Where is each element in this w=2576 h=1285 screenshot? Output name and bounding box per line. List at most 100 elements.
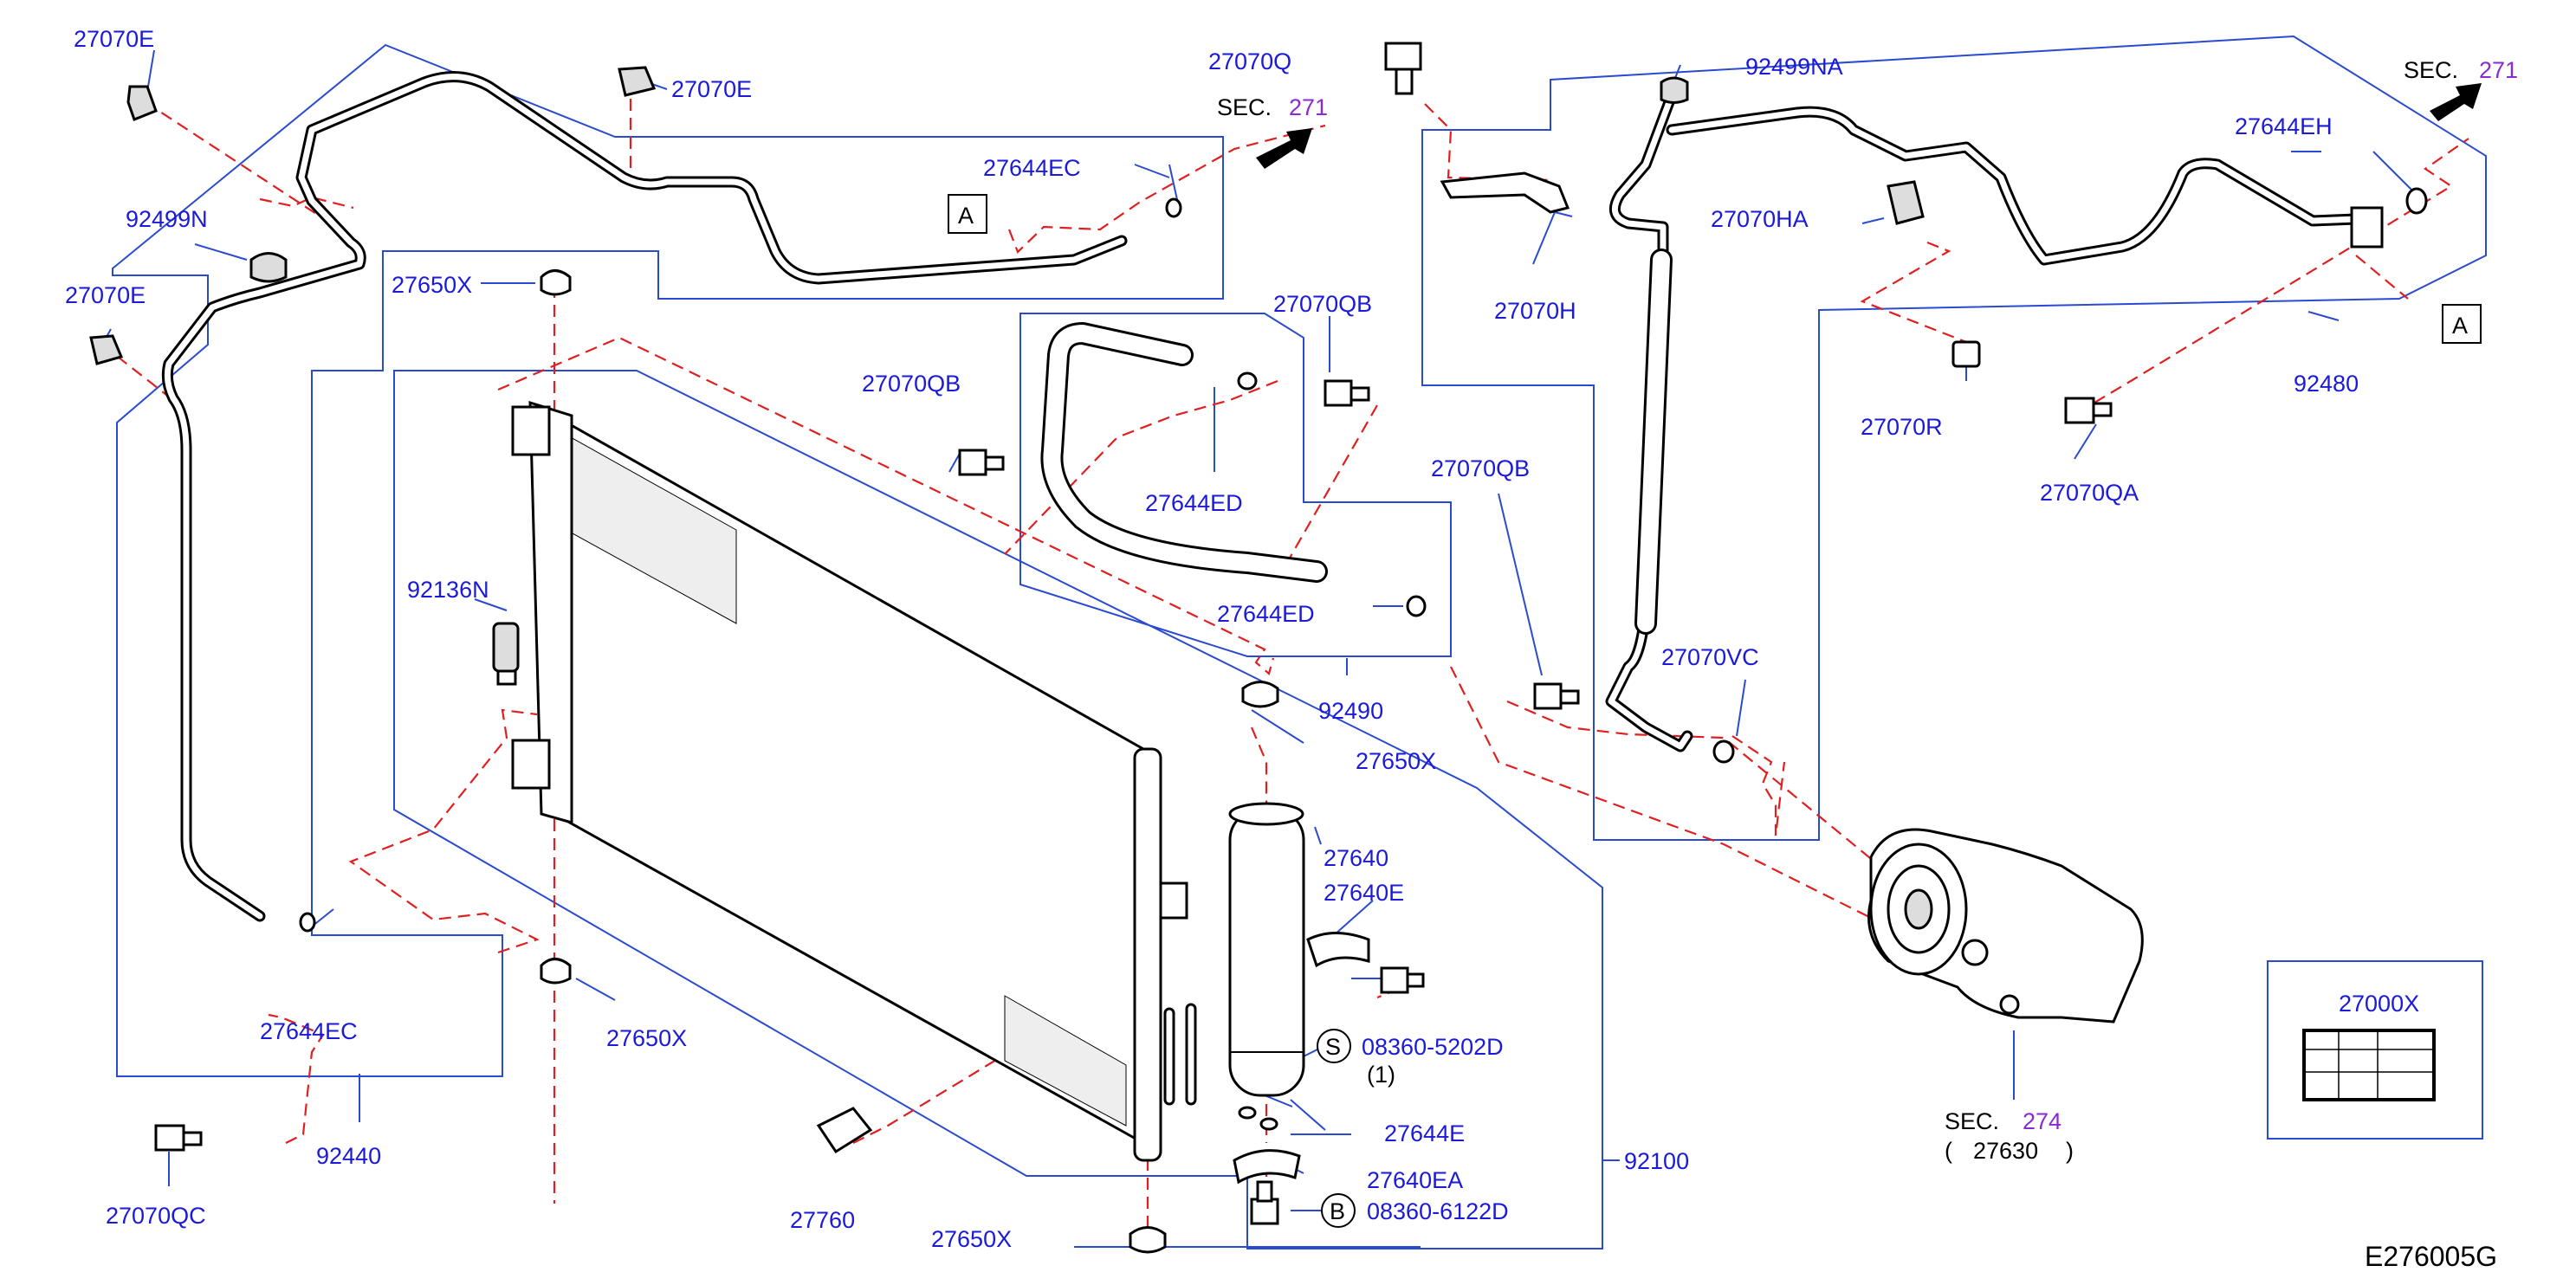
- label-92499N: 92499N: [126, 206, 208, 232]
- o-ring-27070VC: [1712, 739, 1735, 764]
- group-box-92440: [112, 43, 1224, 1077]
- label-27640E: 27640E: [1324, 880, 1404, 906]
- label-27644EC-top: 27644EC: [983, 155, 1081, 181]
- pipe-92440: [161, 71, 1128, 922]
- mount-27650X-a: [540, 269, 572, 296]
- clip-27070HA: [1887, 180, 1925, 225]
- group-box-92480: [1421, 35, 2487, 841]
- label-27070QC: 27070QC: [106, 1203, 206, 1229]
- label-27070E-top: 27070E: [74, 26, 154, 52]
- clip-27070E-left: [89, 334, 124, 365]
- label-symbol-S: S: [1325, 1034, 1341, 1060]
- figure-code: E276005G: [2365, 1241, 2497, 1272]
- label-ref-A-left: A: [958, 203, 974, 229]
- label-sticker-27000X: [2302, 1029, 2436, 1101]
- label-08360-6122D: 08360-6122D: [1367, 1198, 1509, 1224]
- ref-box-A-left: [948, 194, 987, 234]
- receiver-dryer-27640: [1228, 802, 1305, 1097]
- mount-27650X-d: [1129, 1226, 1167, 1254]
- label-27070QB-right: 27070QB: [1431, 455, 1530, 481]
- compressor-27630: [1867, 828, 2144, 1023]
- label-sec274-number: 274: [2023, 1108, 2061, 1134]
- label-27070R: 27070R: [1861, 414, 1943, 440]
- dryer-bracket-27640E: [1306, 932, 1370, 968]
- symbol-circle-S: [1317, 1029, 1351, 1063]
- o-ring-27644ED-a: [1237, 371, 1258, 391]
- label-sec271-right-prefix: SEC.: [2404, 57, 2458, 83]
- pipe-92480: [1605, 89, 2384, 752]
- label-sec271-left-number: 271: [1289, 94, 1328, 120]
- o-ring-27644ED-b: [1406, 595, 1427, 617]
- label-92499NA: 92499NA: [1745, 54, 1843, 80]
- condenser-left-bracket-top: [511, 405, 551, 456]
- cap-92499NA: [1660, 76, 1689, 104]
- label-92100: 92100: [1624, 1148, 1689, 1174]
- mount-27650X-b: [540, 958, 572, 985]
- label-92480: 92480: [2294, 371, 2359, 397]
- bolt-27070Q: [1384, 42, 1422, 95]
- ref-box-A-right: [2442, 304, 2482, 344]
- label-92136N: 92136N: [407, 577, 489, 603]
- o-ring-27644EH: [2405, 187, 2428, 215]
- bolt-27070QB-b: [1324, 379, 1370, 407]
- label-08360-5202D: 08360-5202D: [1362, 1034, 1504, 1060]
- hose-92490: [1040, 322, 1328, 583]
- label-symbol-B: B: [1330, 1198, 1345, 1224]
- label-27640EA: 27640EA: [1367, 1167, 1463, 1193]
- o-ring-27644EC-top: [1165, 197, 1182, 218]
- nut-27070R: [1951, 340, 1981, 368]
- group-box-92490: [1019, 313, 1452, 657]
- label-27070QA: 27070QA: [2040, 480, 2139, 506]
- label-box-27000X: [2267, 960, 2483, 1140]
- bracket-27760: [816, 1107, 873, 1154]
- part-labels: 27070E 27070E 92499N 27070E 27650X 92136…: [65, 26, 2518, 1272]
- condenser-left-bracket-bottom: [511, 739, 551, 790]
- condenser-right-tank: [1133, 747, 1162, 1162]
- label-27070E-left: 27070E: [65, 282, 146, 308]
- label-08360-5202D-qty: (1): [1367, 1062, 1395, 1088]
- label-27070Q: 27070Q: [1208, 48, 1291, 74]
- label-27644ED-top: 27644ED: [1145, 490, 1243, 516]
- label-27644EH: 27644EH: [2235, 113, 2333, 139]
- arrow-sec271-right: [2430, 83, 2482, 121]
- label-27630-open-paren: (: [1945, 1138, 1952, 1164]
- label-27070HA: 27070HA: [1711, 206, 1809, 232]
- group-box-92100: [393, 370, 1603, 1249]
- symbol-circle-B: [1321, 1193, 1356, 1228]
- label-27070H: 27070H: [1494, 298, 1576, 324]
- label-27070QB-left: 27070QB: [862, 371, 961, 397]
- bolt-08360-6122D: [1250, 1180, 1279, 1225]
- label-92440: 92440: [316, 1143, 381, 1169]
- arrow-sec271-left: [1256, 128, 1312, 169]
- o-rings-27644E: [1238, 1106, 1278, 1131]
- label-27644E: 27644E: [1384, 1120, 1465, 1146]
- mount-27650X-c: [1241, 681, 1279, 708]
- label-92490: 92490: [1318, 698, 1383, 724]
- label-27070VC: 27070VC: [1661, 644, 1759, 670]
- label-27640: 27640: [1324, 845, 1388, 871]
- label-27650X-bottom: 27650X: [931, 1226, 1012, 1252]
- label-27630: 27630: [1973, 1138, 2038, 1164]
- bolt-27070QB-c: [1533, 682, 1580, 710]
- condenser-right-bracket: [1159, 881, 1188, 920]
- bolt-08360-5202D: [1380, 966, 1425, 994]
- bolt-27070QA: [2064, 397, 2113, 424]
- label-sec271-left-prefix: SEC.: [1217, 94, 1272, 120]
- label-27630-close-paren: ): [2066, 1138, 2074, 1164]
- label-27644ED-bottom: 27644ED: [1217, 601, 1315, 627]
- bolt-27070QB-a: [958, 449, 1005, 476]
- sensor-92136N: [492, 622, 520, 686]
- clip-27070E-mid: [618, 66, 657, 97]
- label-sec271-right-number: 271: [2479, 57, 2518, 83]
- label-27644EC-left: 27644EC: [260, 1018, 358, 1044]
- bracket-27070H: [1440, 171, 1570, 214]
- clip-27070E-top: [126, 85, 158, 121]
- label-27070QB-top: 27070QB: [1273, 291, 1372, 317]
- o-ring-27644EC-left: [299, 912, 316, 933]
- plug-27640EA: [1233, 1149, 1301, 1185]
- label-27760: 27760: [790, 1207, 855, 1233]
- label-27650X-top: 27650X: [392, 272, 472, 298]
- cap-92499N: [249, 252, 288, 283]
- label-27070E-mid: 27070E: [671, 76, 752, 102]
